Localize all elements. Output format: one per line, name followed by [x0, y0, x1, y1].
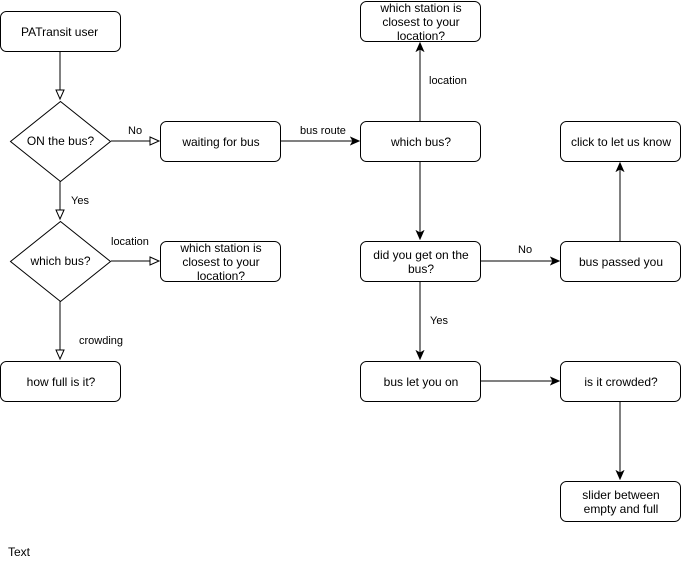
node-which-bus-center-box: [360, 121, 481, 162]
node-station-top-box: [360, 1, 481, 42]
node-bus-let-you-on: bus let you on: [383, 375, 459, 389]
node-which-bus-center: which bus?: [390, 135, 452, 149]
edge-label-no-left: No: [128, 125, 143, 137]
edge-label-bus-route: bus route: [299, 125, 347, 138]
node-station-left-box: [160, 241, 281, 282]
node-patransit-user: PATransit user: [21, 25, 99, 39]
node-patransit-user-box: [0, 11, 121, 52]
edge-label-yes-right: Yes: [429, 315, 449, 328]
node-on-the-bus: ON the bus?: [26, 134, 95, 148]
stray-text-label: Text: [8, 545, 31, 559]
node-is-it-crowded: is it crowded?: [584, 375, 658, 389]
node-bus-passed-you: bus passed you: [578, 255, 664, 269]
node-click-let-us-know: click to let us know: [570, 135, 672, 149]
node-waiting-box: [160, 121, 281, 162]
node-station-closest-top: which station is closest to your locatio…: [380, 1, 462, 43]
node-slider-empty-full: slider between empty and full: [582, 488, 660, 516]
node-how-full-box: [0, 361, 121, 402]
edge-label-location-left: location: [111, 236, 149, 248]
node-station-closest-left: which station is closest to your locatio…: [180, 241, 262, 283]
node-which-bus-left: which bus?: [30, 254, 91, 268]
node-waiting-for-bus: waiting for bus: [182, 135, 260, 149]
node-bus-let-you-on-box: [360, 361, 481, 402]
edge-label-crowding: crowding: [79, 335, 124, 347]
edge-label-yes-left: Yes: [71, 195, 89, 207]
edge-label-location-top: location: [428, 75, 468, 88]
node-did-you-get-on: did you get on the bus?: [373, 248, 469, 276]
node-did-you-get-on-box: [360, 241, 481, 282]
edge-label-no-right: No: [518, 244, 533, 256]
node-which-bus-left-diamond: [9, 220, 112, 303]
node-on-the-bus-diamond: [9, 100, 112, 183]
node-how-full: how full is it?: [26, 375, 96, 389]
